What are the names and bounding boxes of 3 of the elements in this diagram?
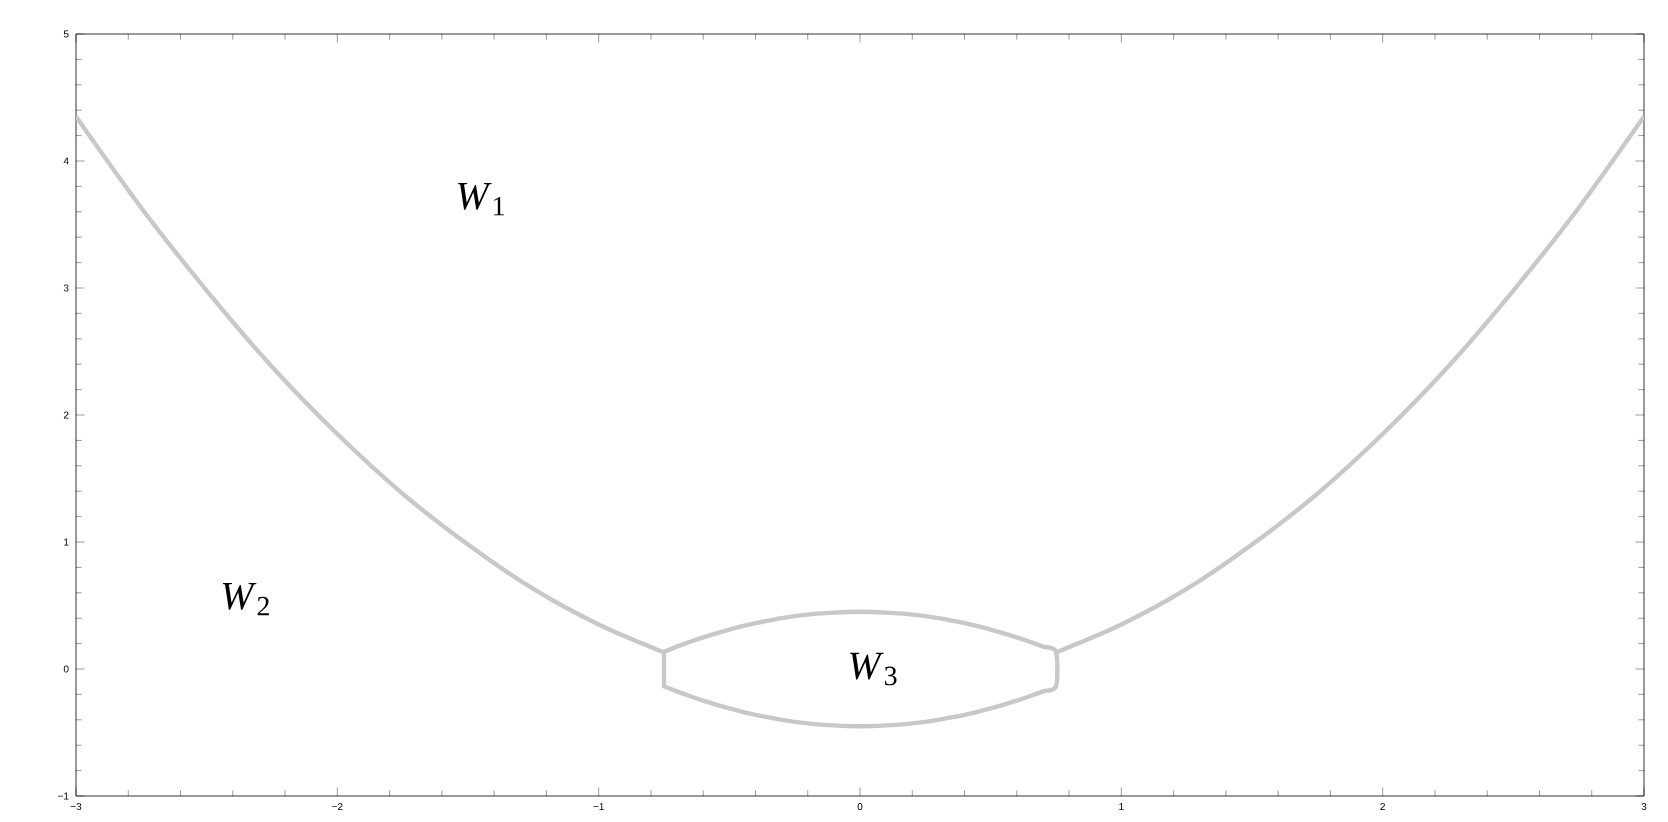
region-label: W$_{2}$: [222, 583, 269, 616]
region-label: W$_{1}$: [458, 183, 504, 216]
region-label: W$_{3}$: [850, 652, 897, 686]
